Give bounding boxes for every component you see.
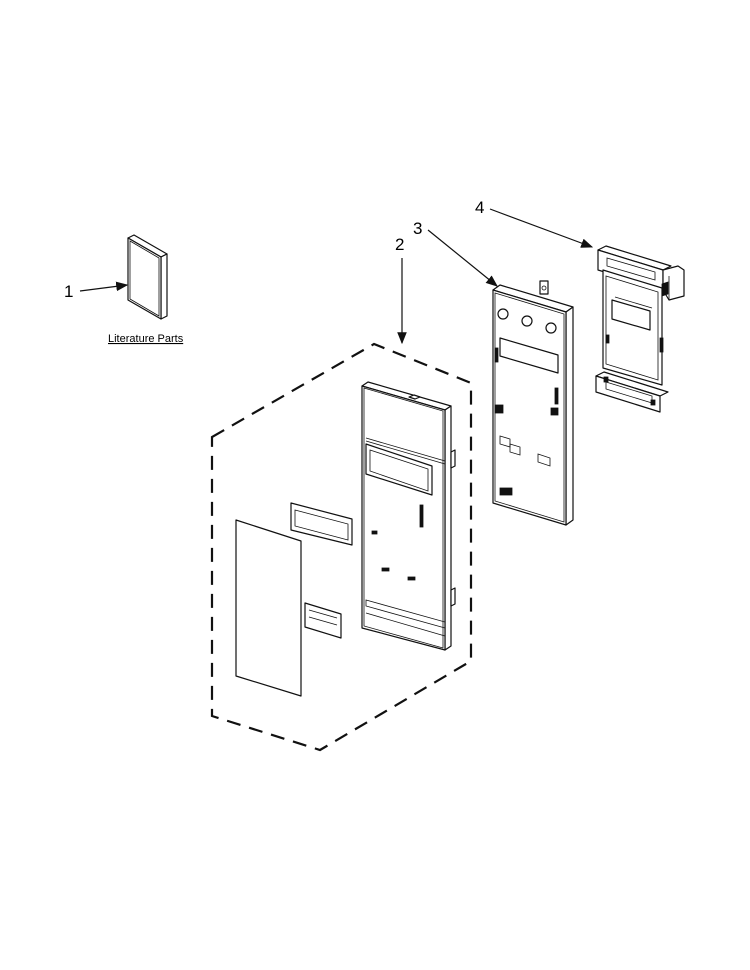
callout-1[interactable]: 1	[64, 282, 73, 301]
callout-2[interactable]: 2	[395, 235, 404, 254]
part-4-control-board[interactable]	[595, 245, 685, 413]
part-2-control-panel[interactable]	[361, 381, 456, 651]
part-2-display-window[interactable]	[290, 502, 353, 546]
callout-4[interactable]: 4	[475, 198, 484, 217]
literature-caption: Literature Parts	[108, 333, 184, 345]
callout-3-leader	[427, 229, 498, 287]
part-2-assembly-outline	[210, 342, 473, 752]
callout-3[interactable]: 3	[413, 219, 422, 238]
part-1-literature[interactable]	[127, 234, 168, 320]
callout-4-leader	[489, 208, 594, 248]
part-3-panel-bracket[interactable]	[492, 280, 574, 526]
callout-1-leader	[79, 281, 129, 292]
part-2-touch-pad[interactable]	[235, 519, 342, 697]
